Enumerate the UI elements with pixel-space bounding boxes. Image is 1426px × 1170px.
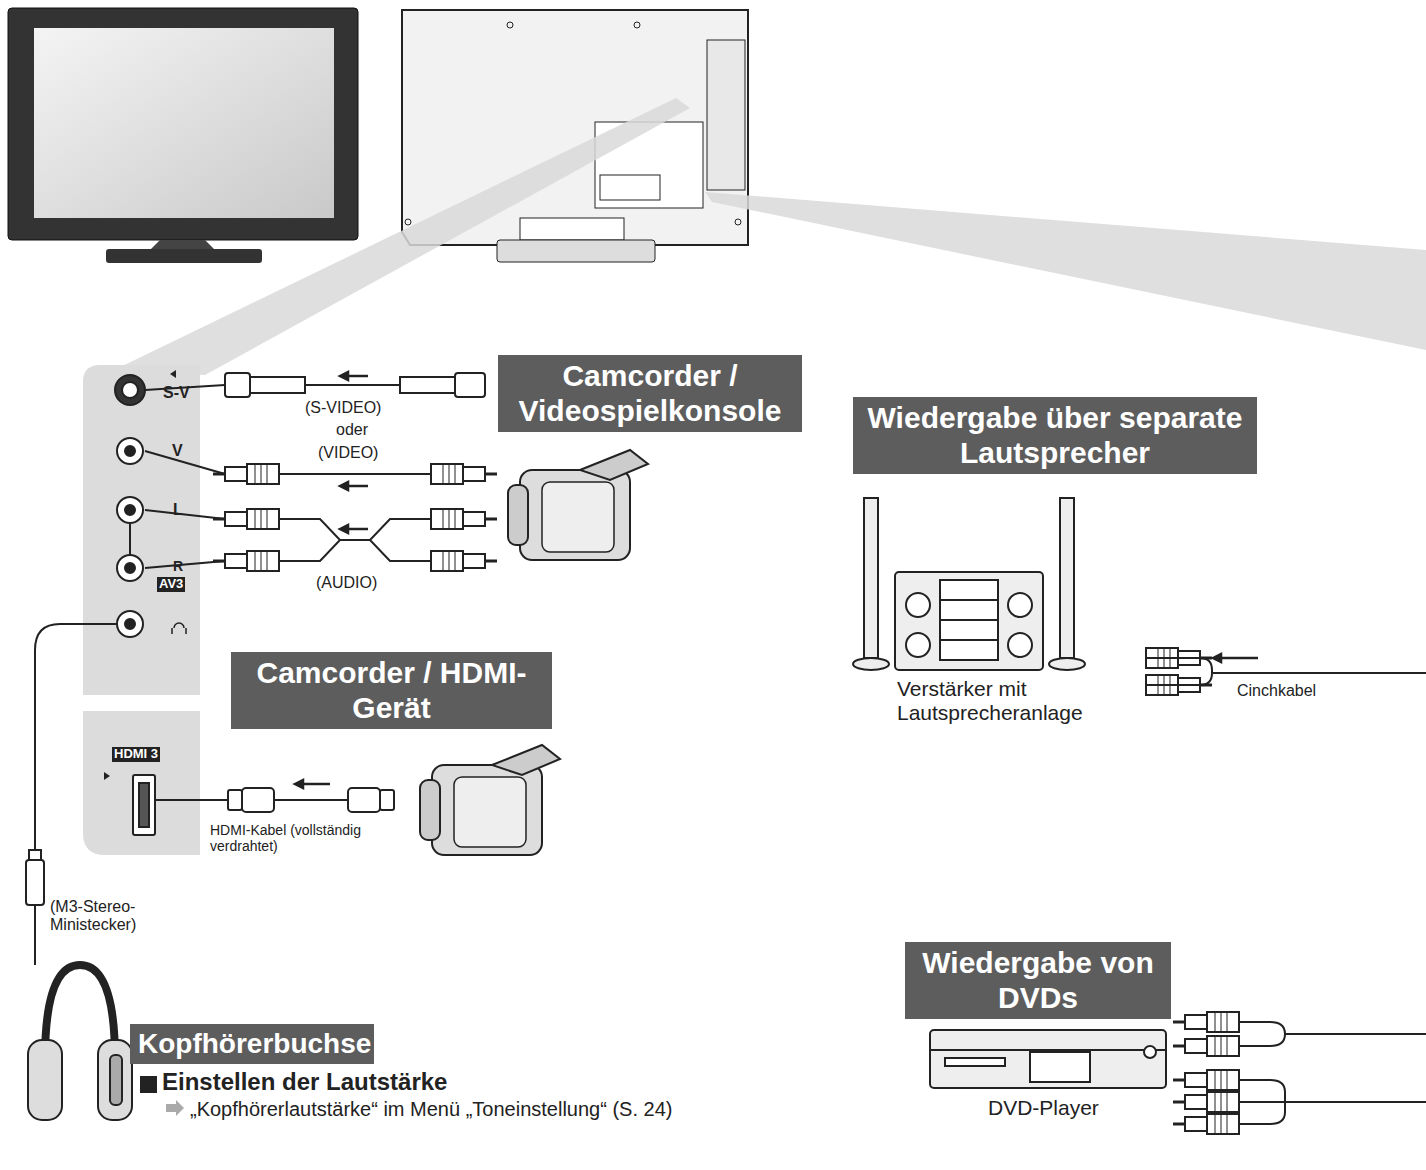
signal-name: (VIDEO) (318, 444, 378, 462)
signal-name: oder (336, 421, 368, 439)
heading-text: Camcorder / HDMI-Gerät (239, 656, 544, 725)
section-heading: Einstellen der Lautstärke (162, 1068, 447, 1096)
pin-name: R (173, 558, 183, 574)
heading-band: Camcorder / Videospielkonsole (498, 355, 802, 432)
heading-band: Wiedergabe von DVDs (905, 942, 1171, 1019)
heading-band: Camcorder / HDMI-Gerät (231, 652, 552, 729)
input-name: HDMI 3 (112, 747, 160, 762)
signal-name: (S-VIDEO) (305, 399, 381, 417)
plug-name: (M3-Stereo- Ministecker) (50, 898, 180, 935)
signal-name: (AUDIO) (316, 574, 377, 592)
pin-name: S-V (163, 384, 190, 402)
device-name: DVD-Player (988, 1096, 1099, 1120)
pin-name: L (173, 501, 183, 519)
heading-text: Camcorder / Videospielkonsole (506, 359, 794, 428)
heading-text: Kopfhörerbuchse (138, 1028, 366, 1060)
pin-name: V (172, 442, 183, 460)
heading-text: Wiedergabe über separate Lautsprecher (861, 401, 1249, 470)
note: „Kopfhörerlautstärke“ im Menü „Toneinste… (190, 1098, 830, 1121)
heading-text: Wiedergabe von DVDs (913, 946, 1163, 1015)
input-name: AV3 (157, 577, 185, 592)
heading-band: Kopfhörerbuchse (130, 1024, 374, 1064)
cable-name: Cinchkabel (1237, 682, 1316, 700)
device-name: Verstärker mit Lautsprecheranlage (897, 677, 1147, 725)
heading-band: Wiedergabe über separate Lautsprecher (853, 397, 1257, 474)
cable-name: HDMI-Kabel (vollständig verdrahtet) (210, 822, 390, 854)
